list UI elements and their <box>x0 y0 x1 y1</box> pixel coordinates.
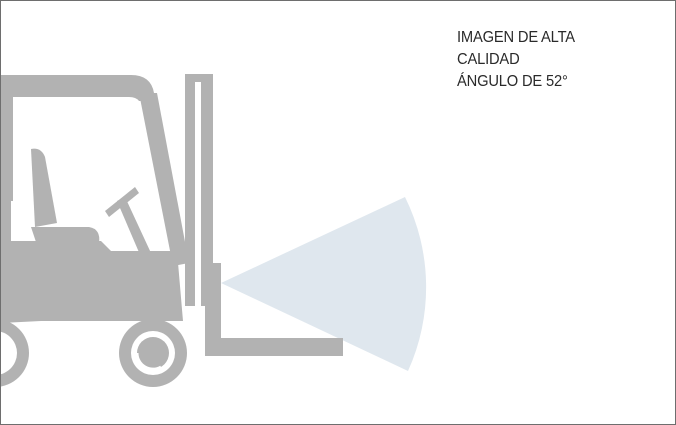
camera-view-cone <box>221 197 427 371</box>
fork-carriage <box>205 263 221 345</box>
mast-top <box>185 74 213 82</box>
seat-cushion <box>31 227 100 245</box>
overhead-guard-pillar <box>139 93 189 266</box>
steering-wheel <box>105 187 139 217</box>
forklift-body <box>1 196 183 323</box>
mast-inner <box>201 74 213 306</box>
overhead-guard-roof <box>1 75 157 101</box>
caption-line-quality: IMAGEN DE ALTA <box>457 29 575 46</box>
camera-caption: IMAGEN DE ALTA CALIDAD ÁNGULO DE 52° <box>457 27 641 93</box>
caption-line-angle: ÁNGULO DE 52° <box>457 73 568 90</box>
fork <box>205 338 343 356</box>
front-wheel-highlight <box>135 352 162 371</box>
mast-outer <box>185 74 195 306</box>
steering-column <box>117 197 151 257</box>
caption-line-quality-cont: CALIDAD <box>457 51 520 68</box>
rear-wheel-hub <box>1 331 17 375</box>
front-wheel-inner <box>137 337 169 369</box>
overhead-guard-rear-post <box>1 91 13 201</box>
seat-backrest <box>31 148 57 227</box>
